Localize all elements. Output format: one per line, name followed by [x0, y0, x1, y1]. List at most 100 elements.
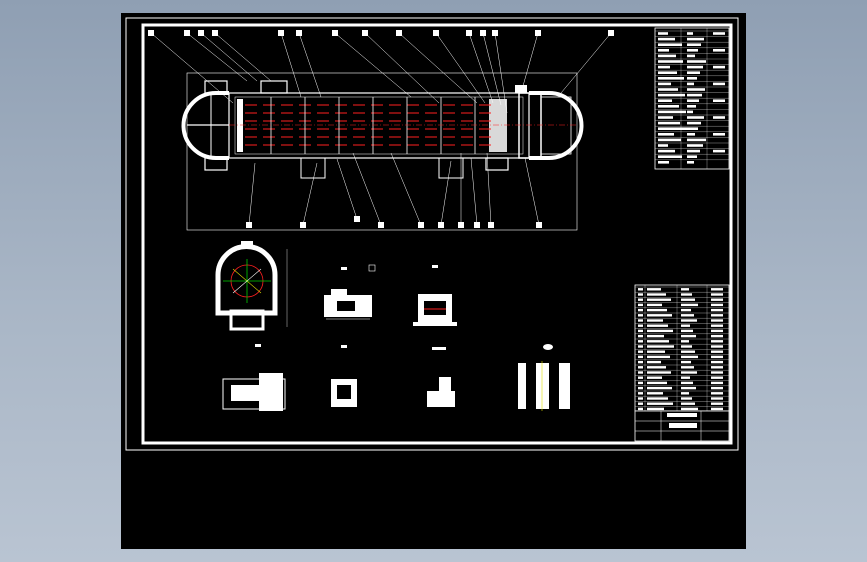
table-cell: [687, 54, 695, 58]
bom-cell: [647, 324, 668, 327]
section-view-front: [215, 241, 288, 331]
leader-line: [334, 32, 412, 98]
bom-cell: [647, 329, 673, 333]
leader-line: [560, 32, 612, 94]
table-cell: [658, 99, 672, 102]
bom-cell: [711, 397, 723, 400]
bom-cell: [711, 314, 723, 317]
table-cell: [687, 37, 704, 41]
bom-cell: [681, 392, 689, 395]
item-balloon: [492, 30, 498, 36]
bom-cell: [638, 402, 643, 405]
bill-of-materials: [634, 284, 730, 412]
tube-sheet-right: [489, 99, 507, 152]
bom-cell: [681, 371, 697, 374]
bom-cell: [681, 288, 689, 291]
bom-cell: [647, 350, 665, 353]
leader-line: [524, 157, 540, 226]
bom-cell: [681, 340, 689, 343]
bom-cell: [647, 314, 672, 317]
title-block: [634, 410, 730, 442]
item-balloon: [296, 30, 302, 36]
leader-line: [468, 32, 494, 104]
table-cell: [658, 37, 675, 41]
table-cell: [658, 161, 669, 164]
sheet-outer-border: [125, 17, 739, 451]
bom-cell: [711, 407, 723, 411]
item-balloon: [536, 222, 542, 228]
table-cell: [658, 65, 670, 69]
bom-cell: [647, 298, 671, 301]
table-cell: [658, 60, 683, 63]
item-balloon: [480, 30, 486, 36]
bom-cell: [638, 329, 643, 333]
bom-cell: [638, 298, 643, 301]
bom-cell: [647, 288, 661, 291]
table-cell: [658, 54, 676, 58]
right-head: [529, 91, 584, 160]
item-balloon: [438, 222, 444, 228]
nozzle-inlet: [260, 80, 288, 94]
table-cell: [687, 88, 705, 91]
table-cell: [658, 43, 682, 46]
leader-line: [494, 32, 508, 114]
bom-cell: [711, 392, 723, 395]
table-cell: [687, 77, 697, 80]
leader-line: [298, 32, 322, 98]
bom-cell: [647, 397, 668, 400]
bom-cell: [638, 355, 643, 359]
table-cell: [658, 144, 668, 147]
bom-cell: [711, 324, 723, 327]
bom-cell: [711, 298, 723, 301]
bom-cell: [681, 376, 690, 379]
table-cell: [713, 49, 725, 52]
bom-cell: [638, 397, 643, 400]
saddle-left: [300, 157, 326, 179]
bom-cell: [681, 334, 696, 338]
bom-cell: [638, 407, 643, 411]
bom-cell: [638, 371, 643, 374]
bom-cell: [711, 340, 723, 343]
item-balloon: [458, 222, 464, 228]
leader-line: [398, 32, 478, 104]
right-flange: [518, 92, 542, 159]
bom-cell: [711, 303, 723, 307]
bom-cell: [711, 288, 723, 291]
bom-cell: [681, 314, 694, 317]
technical-requirements-table: [654, 27, 730, 170]
table-cell: [658, 77, 684, 80]
table-cell: [687, 149, 700, 153]
cad-viewport[interactable]: [121, 13, 746, 549]
left-head: [181, 91, 229, 160]
vent-nozzle: [515, 85, 527, 93]
bom-cell: [711, 350, 723, 353]
bom-cell: [647, 303, 662, 307]
bom-cell: [711, 376, 723, 379]
leader-line: [486, 152, 492, 226]
bom-cell: [711, 355, 723, 359]
detail-view-a: [324, 264, 376, 320]
bom-cell: [638, 392, 643, 395]
bom-cell: [711, 334, 723, 338]
item-balloon: [212, 30, 218, 36]
table-cell: [658, 105, 679, 108]
bom-cell: [681, 360, 691, 364]
bom-cell: [711, 293, 723, 296]
bom-cell: [681, 303, 698, 307]
right-channel: [540, 96, 572, 155]
bom-cell: [638, 345, 643, 348]
table-cell: [658, 127, 687, 130]
table-cell: [687, 121, 701, 125]
detail-view-d: [331, 379, 357, 407]
bom-cell: [711, 381, 723, 385]
bom-cell: [638, 293, 643, 296]
table-cell: [687, 65, 703, 69]
table-cell: [687, 105, 696, 108]
bom-cell: [711, 360, 723, 364]
table-cell: [713, 133, 725, 136]
item-balloon: [332, 30, 338, 36]
bom-cell: [638, 288, 643, 291]
bom-cell: [647, 381, 667, 385]
detail-view-e: [427, 377, 455, 407]
leader-line: [352, 152, 382, 226]
